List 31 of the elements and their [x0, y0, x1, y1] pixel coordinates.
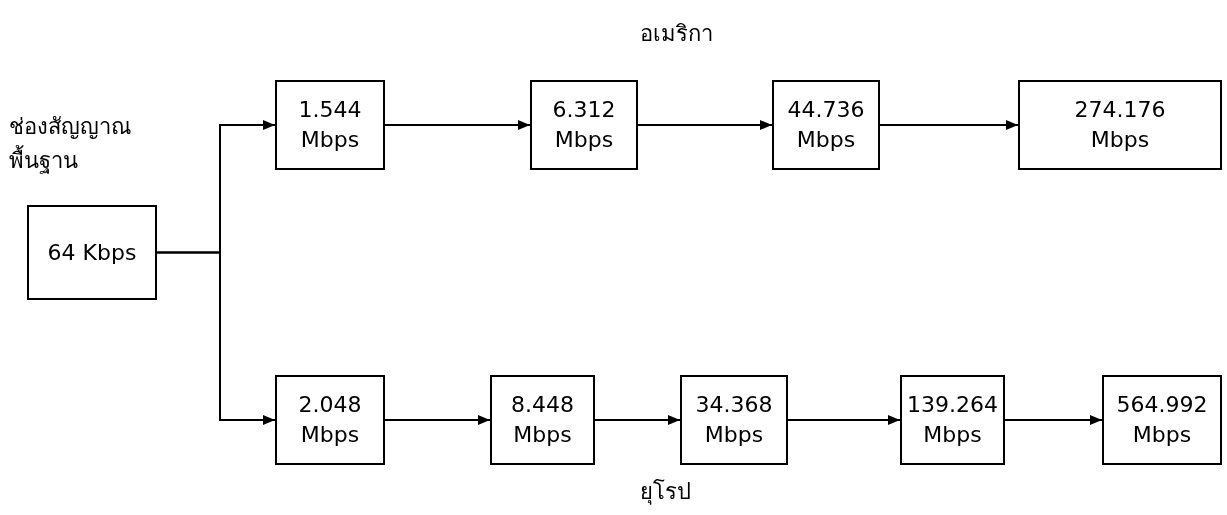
arrow	[637, 120, 773, 130]
arrow	[879, 120, 1019, 130]
rate-text: 64 Kbps	[47, 238, 137, 267]
arrow	[787, 415, 901, 425]
rate-box	[27, 205, 157, 300]
rate-text: 139.264 Mbps	[906, 391, 999, 449]
rate-text: 8.448 Mbps	[510, 391, 575, 449]
rate-box	[275, 375, 385, 465]
rate-text: 6.312 Mbps	[551, 96, 617, 154]
rate-box	[490, 375, 595, 465]
rate-box	[1102, 375, 1222, 465]
rate-box	[530, 80, 638, 170]
arrow	[156, 251, 276, 425]
arrow	[594, 415, 681, 425]
rate-text: 1.544 Mbps	[297, 96, 363, 154]
rate-text: 564.992 Mbps	[1115, 391, 1209, 449]
rate-box	[900, 375, 1005, 465]
rate-text: 34.368 Mbps	[694, 391, 774, 449]
rate-text: 274.176 Mbps	[1073, 96, 1167, 154]
arrow	[384, 415, 491, 425]
rate-box	[772, 80, 880, 170]
rate-text: 2.048 Mbps	[297, 391, 363, 449]
region-label: ยุโรป	[640, 478, 691, 507]
rate-box	[680, 375, 788, 465]
rate-box	[275, 80, 385, 170]
region-label: อเมริกา	[640, 20, 713, 48]
arrow	[1004, 415, 1103, 425]
heading-text: ช่องสัญญาณพื้นฐาน	[9, 113, 132, 176]
rate-text: 44.736 Mbps	[786, 96, 866, 154]
rate-box	[1018, 80, 1222, 170]
arrow	[384, 120, 531, 130]
